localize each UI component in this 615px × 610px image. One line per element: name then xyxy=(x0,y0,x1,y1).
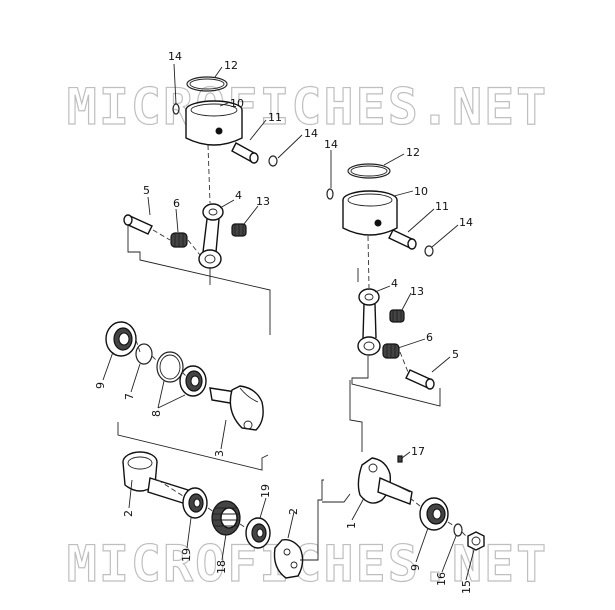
callout-11: 11 xyxy=(435,200,449,213)
circlip-right-b xyxy=(424,245,434,257)
piston-pin-right xyxy=(388,229,417,250)
drive-gear xyxy=(211,500,241,536)
crank-pin-left xyxy=(123,214,153,235)
callout-12: 12 xyxy=(224,59,238,72)
callout-5: 5 xyxy=(143,184,150,197)
callout-6: 6 xyxy=(173,197,180,210)
callout-10: 10 xyxy=(414,185,428,198)
connecting-rod-right xyxy=(357,288,381,356)
big-end-bearing-left xyxy=(170,232,188,248)
connecting-rod-left xyxy=(198,203,224,269)
crankshaft-half-left xyxy=(209,385,264,431)
crankshaft-half-right xyxy=(357,457,413,505)
callout-2: 2 xyxy=(122,510,135,517)
callout-10: 10 xyxy=(230,97,244,110)
callout-4: 4 xyxy=(235,189,242,202)
callout-14: 14 xyxy=(324,138,338,151)
callout-18: 18 xyxy=(215,560,228,574)
callout-15: 15 xyxy=(460,580,473,594)
crank-bearing-left xyxy=(179,365,207,397)
crankshaft-nut xyxy=(467,531,485,551)
woodruff-key xyxy=(397,455,403,463)
callout-19: 19 xyxy=(180,548,193,562)
small-end-bearing-left xyxy=(231,223,247,237)
callout-8: 8 xyxy=(150,410,163,417)
callout-13: 13 xyxy=(410,285,424,298)
circlip-left-b xyxy=(268,155,278,167)
seal-ring xyxy=(156,351,184,383)
snap-ring xyxy=(135,343,153,365)
piston-pin-left xyxy=(231,142,259,164)
callout-16: 16 xyxy=(435,572,448,586)
callout-5: 5 xyxy=(452,348,459,361)
piston-left xyxy=(185,100,243,146)
callout-19: 19 xyxy=(259,484,272,498)
callout-13: 13 xyxy=(256,195,270,208)
watermark-bottom: MICROFICHES.NET xyxy=(66,534,549,593)
center-bearing-left xyxy=(182,487,208,519)
piston-ring-left xyxy=(186,76,228,92)
callout-7: 7 xyxy=(123,393,136,400)
callout-1: 1 xyxy=(345,522,358,529)
callout-14: 14 xyxy=(304,127,318,140)
callout-2: 2 xyxy=(287,508,300,515)
callout-9: 9 xyxy=(409,564,422,571)
circlip-right-a xyxy=(326,188,334,200)
crankshaft-half-bottom-left xyxy=(122,451,189,505)
small-end-bearing-right xyxy=(389,309,405,323)
callout-14: 14 xyxy=(168,50,182,63)
crank-pin-right xyxy=(405,369,435,390)
big-end-bearing-right xyxy=(382,343,400,359)
piston-ring-right xyxy=(347,163,391,179)
crank-web-bottom xyxy=(273,538,304,579)
callout-17: 17 xyxy=(411,445,425,458)
callout-12: 12 xyxy=(406,146,420,159)
leader-lines xyxy=(102,63,475,581)
main-bearing-left xyxy=(105,321,137,357)
center-bearing-right xyxy=(245,517,271,549)
callout-11: 11 xyxy=(268,111,282,124)
lock-washer xyxy=(453,523,463,537)
callout-9: 9 xyxy=(94,382,107,389)
callout-3: 3 xyxy=(213,450,226,457)
callout-6: 6 xyxy=(426,331,433,344)
main-bearing-right xyxy=(419,497,449,531)
piston-right xyxy=(342,190,398,236)
watermark-top: MICROFICHES.NET xyxy=(66,77,549,136)
callout-14: 14 xyxy=(459,216,473,229)
circlip-left-a xyxy=(172,103,180,115)
callout-4: 4 xyxy=(391,277,398,290)
